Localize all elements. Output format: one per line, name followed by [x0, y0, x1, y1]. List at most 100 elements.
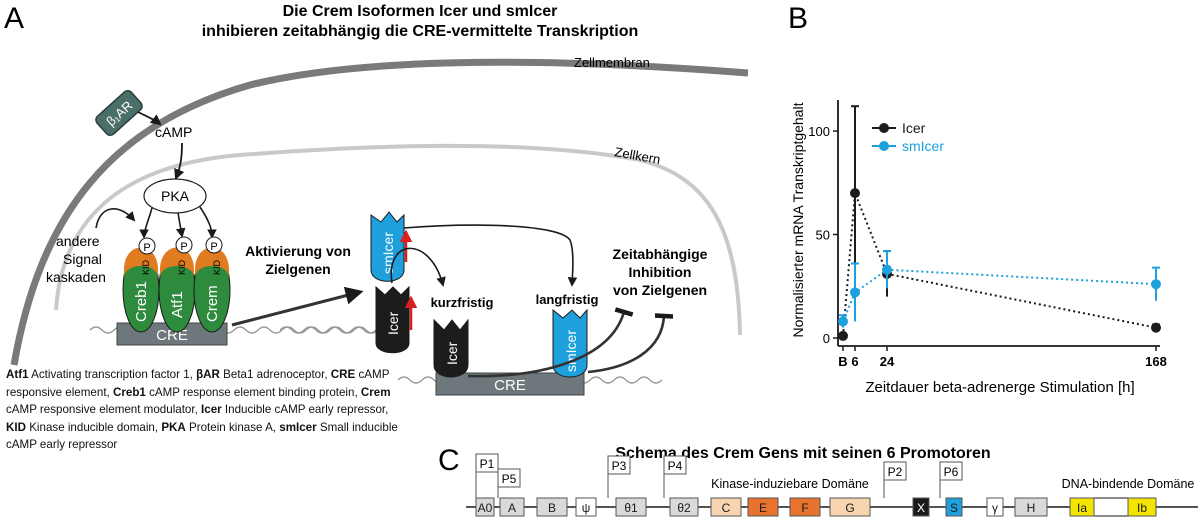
abbreviation-legend: Atf1 Activating transcription factor 1, … — [6, 366, 406, 454]
icer-label-bound: Icer — [444, 341, 460, 365]
exon-label-Ib: Ib — [1137, 501, 1147, 515]
legend-text: Inducible cAMP early repressor, — [221, 403, 389, 416]
y-tick-label: 0 — [823, 331, 830, 346]
promoter-label: P1 — [480, 457, 495, 471]
phospho-3-label: P — [210, 241, 217, 253]
aktivierung-line2: Zielgenen — [265, 261, 330, 277]
aktivierung-line1: Aktivierung von — [245, 243, 351, 259]
panel-c-title: Schema des Crem Gens mit seinen 6 Promot… — [615, 445, 990, 462]
panel-a-title-line1: Die Crem Isoformen Icer und smIcer — [283, 3, 558, 20]
exon-label-X: X — [917, 501, 925, 515]
ia-ib-spacer — [1093, 497, 1129, 517]
smicer-label-bound: smIcer — [563, 330, 579, 372]
arrow-pka-p2 — [175, 212, 186, 238]
exon-S — [945, 497, 963, 517]
y-tick-label: 100 — [808, 124, 830, 139]
exon-B — [536, 497, 568, 517]
legend-abbr: Creb1 — [112, 385, 146, 399]
exon-θ1 — [615, 497, 647, 517]
inhibition-line2: Inhibition — [629, 264, 692, 280]
exon-E — [747, 497, 779, 517]
atf1-label: Atf1 — [169, 291, 186, 318]
dna-domain-label: DNA-bindende Domäne — [1062, 477, 1195, 491]
exon-ψ — [575, 497, 597, 517]
andere-line1: andere — [56, 233, 100, 249]
exon-label-A0: A0 — [478, 501, 493, 515]
series-line-Icer — [842, 192, 1157, 337]
phospho-2 — [175, 236, 193, 254]
panel-b-letter: B — [788, 2, 808, 35]
exon-θ2 — [669, 497, 699, 517]
crem-label: Crem — [204, 285, 221, 322]
icer-protein-bound — [433, 318, 469, 378]
kid-label-3: KID — [212, 259, 222, 275]
cre-box-right — [435, 372, 585, 396]
icer-protein-top — [375, 285, 410, 354]
data-point-smIcer — [838, 316, 848, 327]
arrow-pka-p3 — [199, 206, 217, 239]
legend-text: Small inducible cAMP early repressor — [6, 420, 398, 452]
pka-ellipse — [143, 178, 207, 214]
arrow-smicer-long — [403, 224, 578, 287]
exon-Ib — [1127, 497, 1157, 517]
promoter-box — [607, 455, 631, 498]
promoter-box — [497, 468, 521, 498]
promoter-label: P3 — [612, 459, 627, 473]
panel-c-letter: C — [438, 444, 460, 477]
series-line-smIcer — [842, 268, 1157, 322]
exon-F — [789, 497, 821, 517]
icer-label-top: Icer — [385, 311, 401, 335]
x-tick-label: 168 — [1145, 354, 1167, 369]
promoter-box — [663, 455, 687, 498]
camp-label: cAMP — [155, 124, 192, 140]
legend-text: Activating transcription factor 1, — [28, 368, 197, 381]
x-tick-label: 24 — [880, 354, 895, 369]
kid-label-2: KID — [177, 259, 187, 275]
promoter-box — [475, 453, 499, 498]
promoter-label: P5 — [502, 472, 517, 486]
dna-strand-right-a — [279, 326, 377, 334]
legend-text: Protein kinase A, — [185, 420, 280, 434]
zellkern-label: Zellkern — [613, 144, 661, 167]
exon-label-C: C — [722, 501, 731, 515]
smicer-label-top: smIcer — [380, 232, 396, 274]
andere-line3: kaskaden — [46, 269, 106, 285]
data-point-smIcer — [1151, 279, 1161, 290]
exon-H — [1014, 497, 1048, 517]
legend-abbr: Crem — [360, 385, 391, 399]
x-axis-label: Zeitdauer beta-adrenerge Stimulation [h] — [865, 379, 1134, 396]
andere-line2: Signal — [63, 251, 102, 267]
legend-abbr: KID — [6, 420, 26, 434]
arrow-signal-creb — [95, 208, 136, 229]
legend-abbr: PKA — [161, 420, 186, 434]
x-tick-label: 6 — [851, 354, 858, 369]
x-tick-label: B — [838, 354, 847, 369]
exon-X — [912, 497, 930, 517]
exon-label-G: G — [845, 501, 854, 515]
crem-factor — [193, 247, 231, 333]
panel-a-letter: A — [4, 2, 24, 35]
exon-label-Ia: Ia — [1077, 501, 1087, 515]
phospho-2-label: P — [180, 241, 187, 253]
promoter-label: P6 — [944, 465, 959, 479]
data-point-smIcer — [850, 287, 860, 298]
data-point-Icer — [838, 330, 848, 341]
phospho-1 — [138, 237, 156, 255]
exon-label-θ2: θ2 — [677, 501, 691, 515]
exon-label-B: B — [548, 501, 556, 515]
cell-membrane — [10, 58, 749, 366]
kid-label-1: KID — [141, 259, 151, 275]
exon-label-E: E — [759, 501, 767, 515]
exon-Ia — [1069, 497, 1095, 517]
promoter-label: P4 — [668, 459, 683, 473]
legend-abbr: Icer — [201, 403, 222, 416]
inhibit-line-1 — [467, 307, 634, 378]
legend-text: Beta1 adrenoceptor, — [219, 368, 331, 381]
beta1-receptor: β₁AR — [95, 90, 143, 136]
arrow-pka-p1 — [139, 207, 153, 239]
legend-marker — [879, 123, 889, 133]
legend-text: cAMP response element binding protein, — [145, 385, 361, 399]
panel-a-title-line2: inhibieren zeitabhängig die CRE-vermitte… — [202, 23, 639, 40]
